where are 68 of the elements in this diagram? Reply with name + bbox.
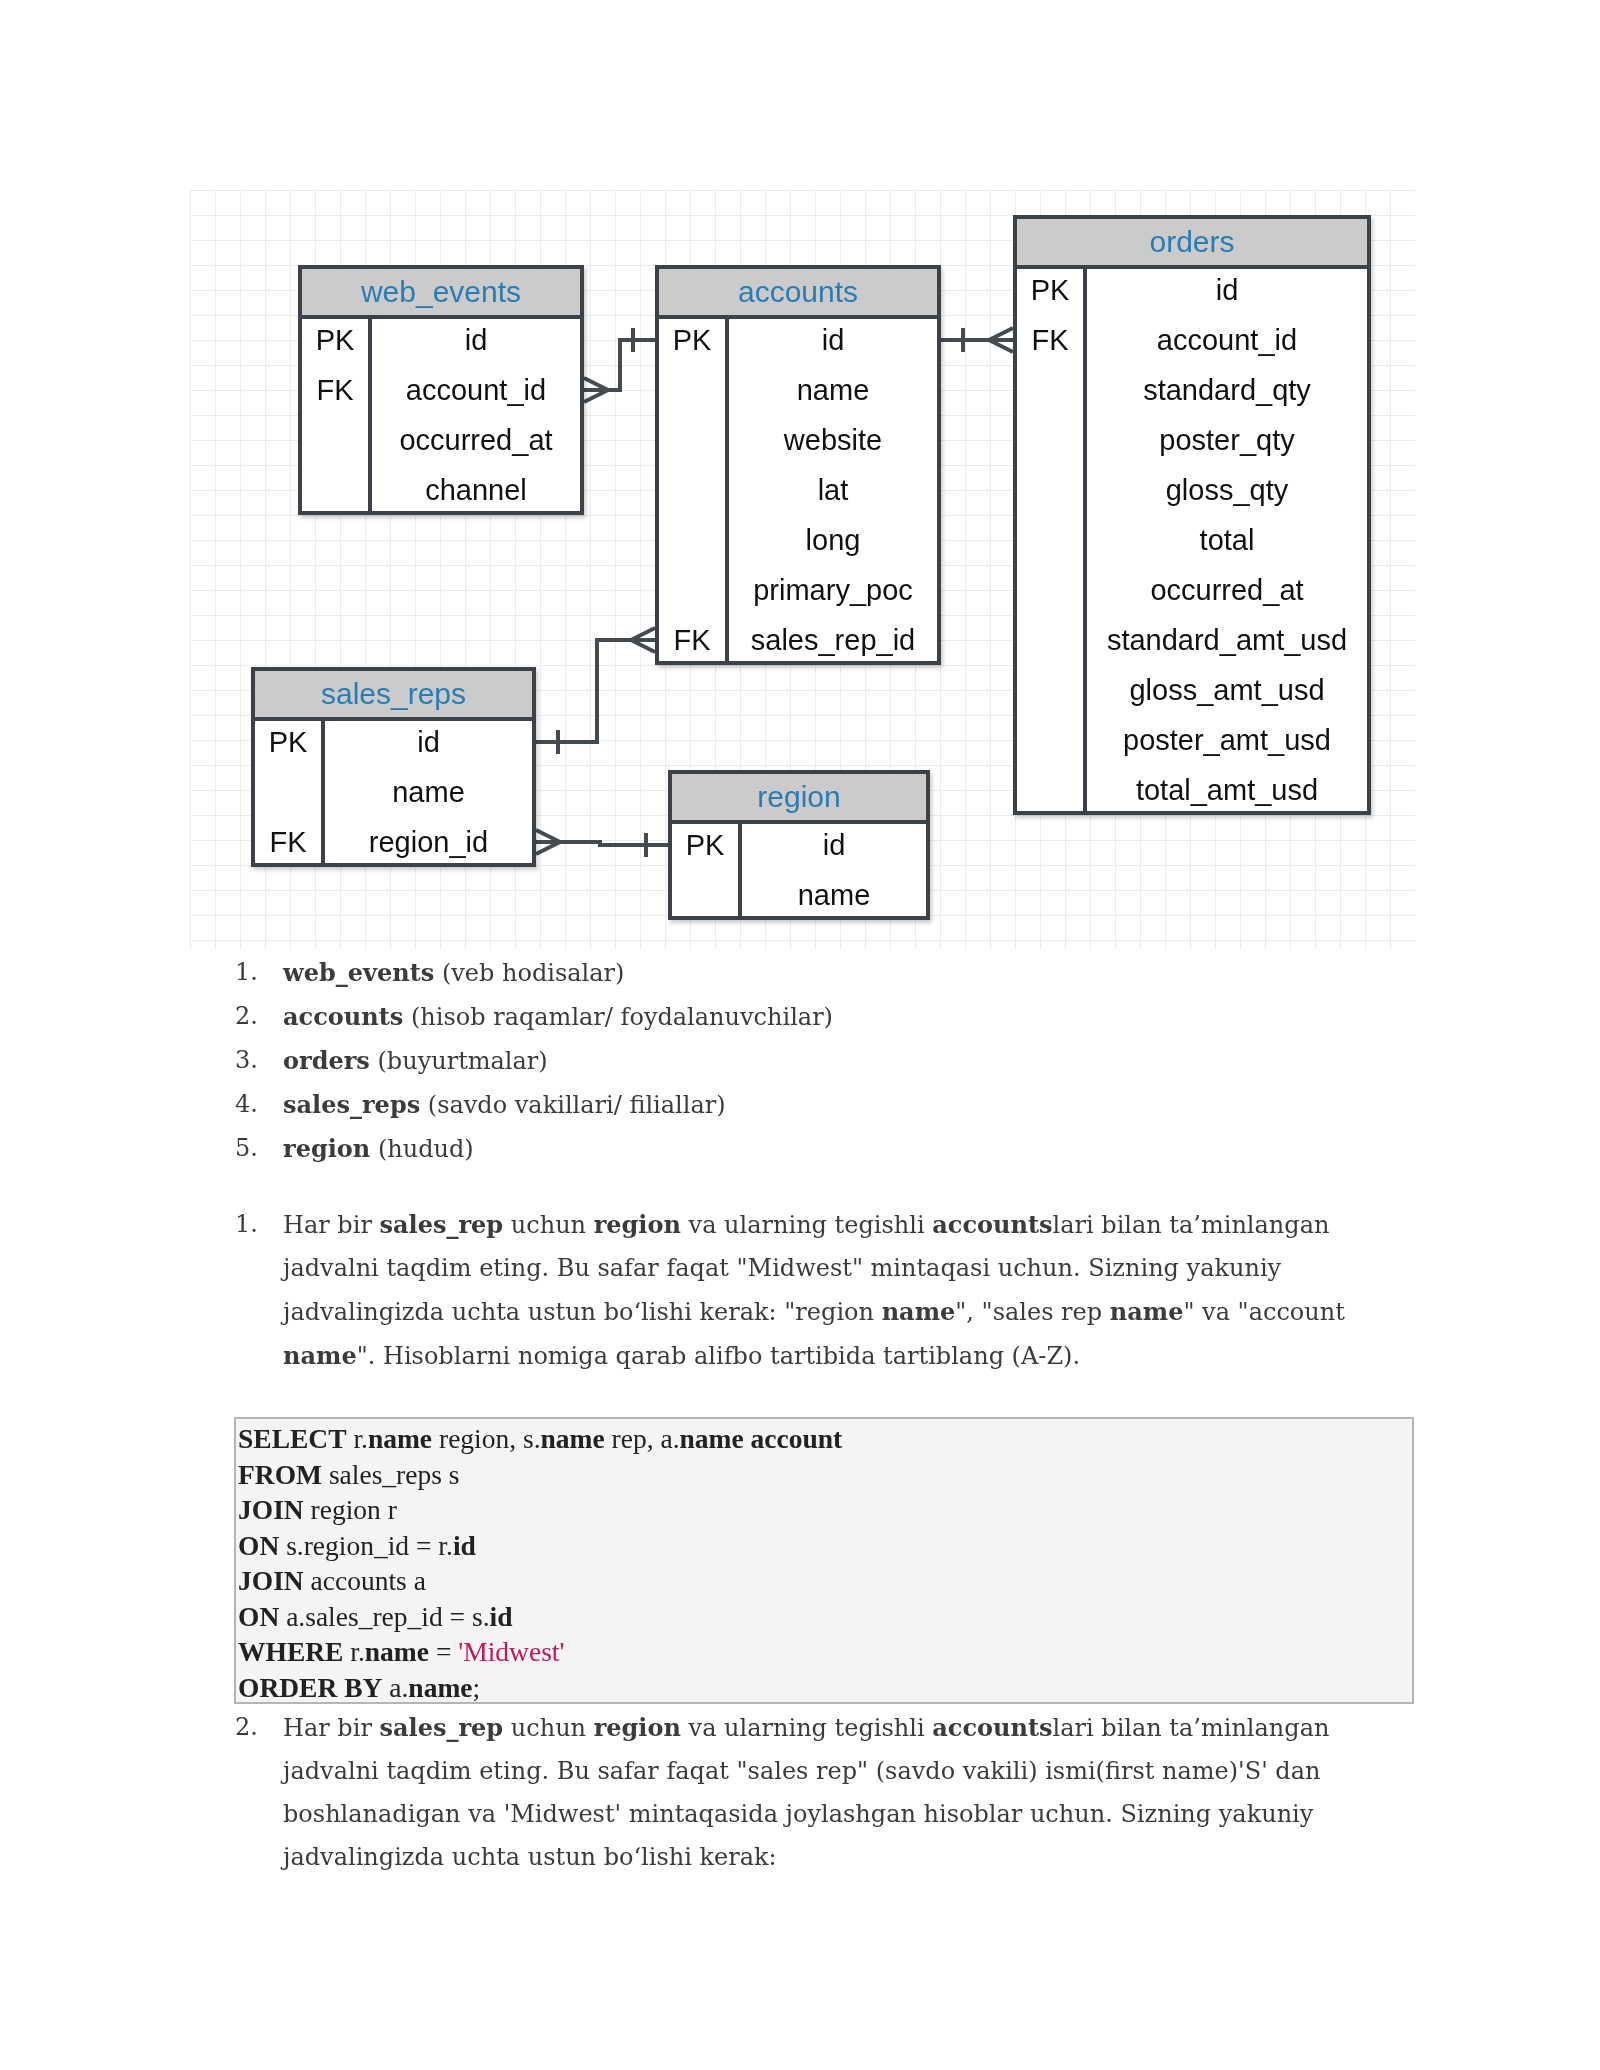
key-label: PK — [1029, 273, 1071, 308]
column-name: account_id — [1155, 323, 1299, 358]
list-item-text: accounts (hisob raqamlar/ foydalanuvchilar) — [283, 1001, 834, 1033]
list-item-text: orders (buyurtmalar) — [283, 1045, 549, 1077]
column-name: id — [416, 725, 441, 760]
key-label: FK — [268, 825, 308, 860]
column-name: id — [1214, 273, 1240, 308]
code-line: ON a.sales_rep_id = s.id — [238, 1599, 514, 1634]
list-item-text: sales_reps (savdo vakillari/ filiallar) — [283, 1089, 727, 1121]
key-label: FK — [672, 623, 712, 658]
code-line: SELECT r.name region, s.name rep, a.name account — [238, 1422, 844, 1456]
table-header: accounts — [659, 269, 937, 319]
column-name: poster_qty — [1158, 423, 1296, 458]
column-name: region_id — [367, 825, 490, 860]
table-header: sales_reps — [255, 671, 532, 721]
column-name: name — [796, 878, 872, 913]
column-name: id — [821, 828, 847, 863]
column-name: name — [795, 373, 871, 408]
column-name: gloss_amt_usd — [1128, 673, 1326, 708]
list-number: 2. — [235, 1712, 259, 1743]
key-label: PK — [671, 323, 713, 358]
column-name: sales_rep_id — [749, 623, 917, 658]
code-line: FROM sales_reps s — [238, 1457, 461, 1492]
column-name: account_id — [404, 373, 548, 408]
list-number: 3. — [235, 1045, 259, 1076]
key-label: FK — [315, 373, 355, 408]
table — [668, 770, 930, 920]
column-name: occurred_at — [1149, 573, 1305, 608]
column-name: lat — [816, 473, 850, 508]
code-line: JOIN region r — [238, 1493, 398, 1527]
table — [251, 667, 536, 867]
list-number: 1. — [235, 957, 259, 988]
code-line: ORDER BY a.name; — [238, 1670, 482, 1705]
table-header: region — [672, 774, 926, 824]
column-name: total — [1198, 523, 1256, 558]
table — [1013, 215, 1371, 815]
list-number: 4. — [235, 1089, 259, 1120]
column-name: long — [804, 523, 862, 558]
code-line: WHERE r.name = 'Midwest' — [238, 1635, 566, 1669]
key-label: PK — [267, 725, 309, 760]
column-name: id — [820, 323, 846, 358]
column-name: occurred_at — [398, 423, 554, 458]
code-line: ON s.region_id = r.id — [238, 1528, 477, 1563]
column-name: primary_poc — [752, 573, 914, 608]
list-number: 1. — [235, 1209, 259, 1240]
column-name: id — [463, 323, 489, 358]
column-name: standard_amt_usd — [1105, 623, 1349, 658]
table — [655, 265, 941, 665]
relationship-line — [536, 626, 657, 756]
relationship-line — [941, 326, 1015, 354]
key-label: PK — [314, 323, 356, 358]
column-name: total_amt_usd — [1134, 773, 1320, 808]
table-header: orders — [1017, 219, 1367, 269]
column-name: standard_qty — [1142, 373, 1312, 408]
code-line: JOIN accounts a — [238, 1564, 427, 1598]
table-header: web_events — [302, 269, 580, 319]
column-name: channel — [424, 473, 528, 508]
list-item-text: region (hudud) — [283, 1133, 475, 1165]
list-item-text: web_events (veb hodisalar) — [283, 957, 626, 989]
key-label: FK — [1030, 323, 1070, 358]
list-number: 5. — [235, 1133, 259, 1164]
column-name: name — [391, 775, 466, 810]
table — [298, 265, 584, 515]
column-name: poster_amt_usd — [1122, 723, 1332, 758]
column-name: website — [782, 423, 884, 458]
column-name: gloss_qty — [1164, 473, 1290, 508]
list-number: 2. — [235, 1001, 259, 1032]
key-label: PK — [684, 828, 726, 863]
